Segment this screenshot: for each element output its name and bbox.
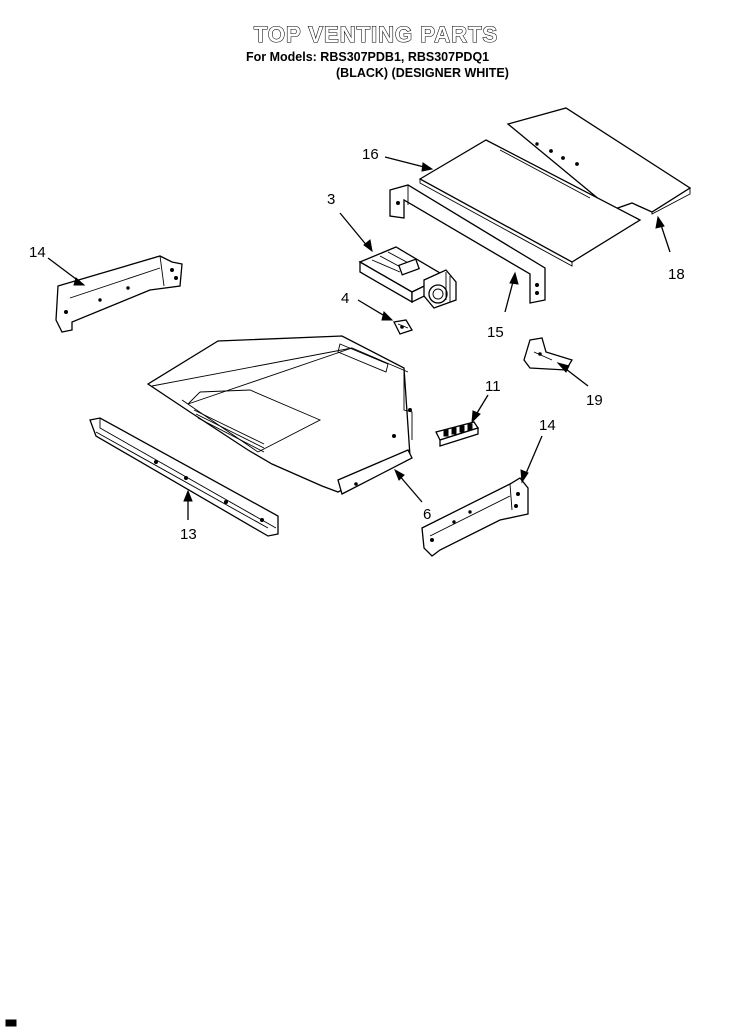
callout-14-left: 14	[29, 244, 46, 261]
leader-14-right	[523, 435, 543, 479]
part-6-vent-duct-assembly	[146, 335, 413, 495]
part-13-front-trim-rail	[89, 417, 279, 537]
callout-19: 19	[586, 392, 603, 409]
part-16-top-panel	[418, 139, 642, 267]
callout-14-right: 14	[539, 417, 556, 434]
page-title: TOP VENTING PARTS	[253, 21, 499, 47]
part-19-small-bracket	[523, 337, 573, 371]
callout-4: 4	[341, 290, 349, 307]
leader-14-left	[47, 257, 81, 283]
callout-3: 3	[327, 191, 335, 208]
models-line: For Models: RBS307PDB1, RBS307PDQ1	[246, 50, 490, 64]
callout-6: 6	[423, 506, 431, 523]
part-4-connector	[393, 319, 413, 335]
part-14-side-bracket-right	[421, 477, 529, 557]
part-3-blower-motor-assembly	[358, 246, 457, 309]
leader-6	[397, 473, 423, 503]
page-corner-mark	[5, 1019, 17, 1027]
callout-16: 16	[362, 146, 379, 163]
part-11-terminal-block	[435, 421, 480, 447]
part-14-side-bracket-left	[55, 255, 183, 333]
variants-line: (BLACK) (DESIGNER WHITE)	[336, 66, 509, 80]
leader-lines	[47, 156, 671, 520]
leader-16	[384, 156, 429, 169]
leader-3	[339, 212, 369, 248]
callout-11: 11	[485, 378, 501, 395]
callout-18: 18	[668, 266, 685, 283]
callout-13: 13	[180, 526, 197, 543]
part-15-rear-bracket	[389, 184, 546, 304]
callout-15: 15	[487, 324, 504, 341]
